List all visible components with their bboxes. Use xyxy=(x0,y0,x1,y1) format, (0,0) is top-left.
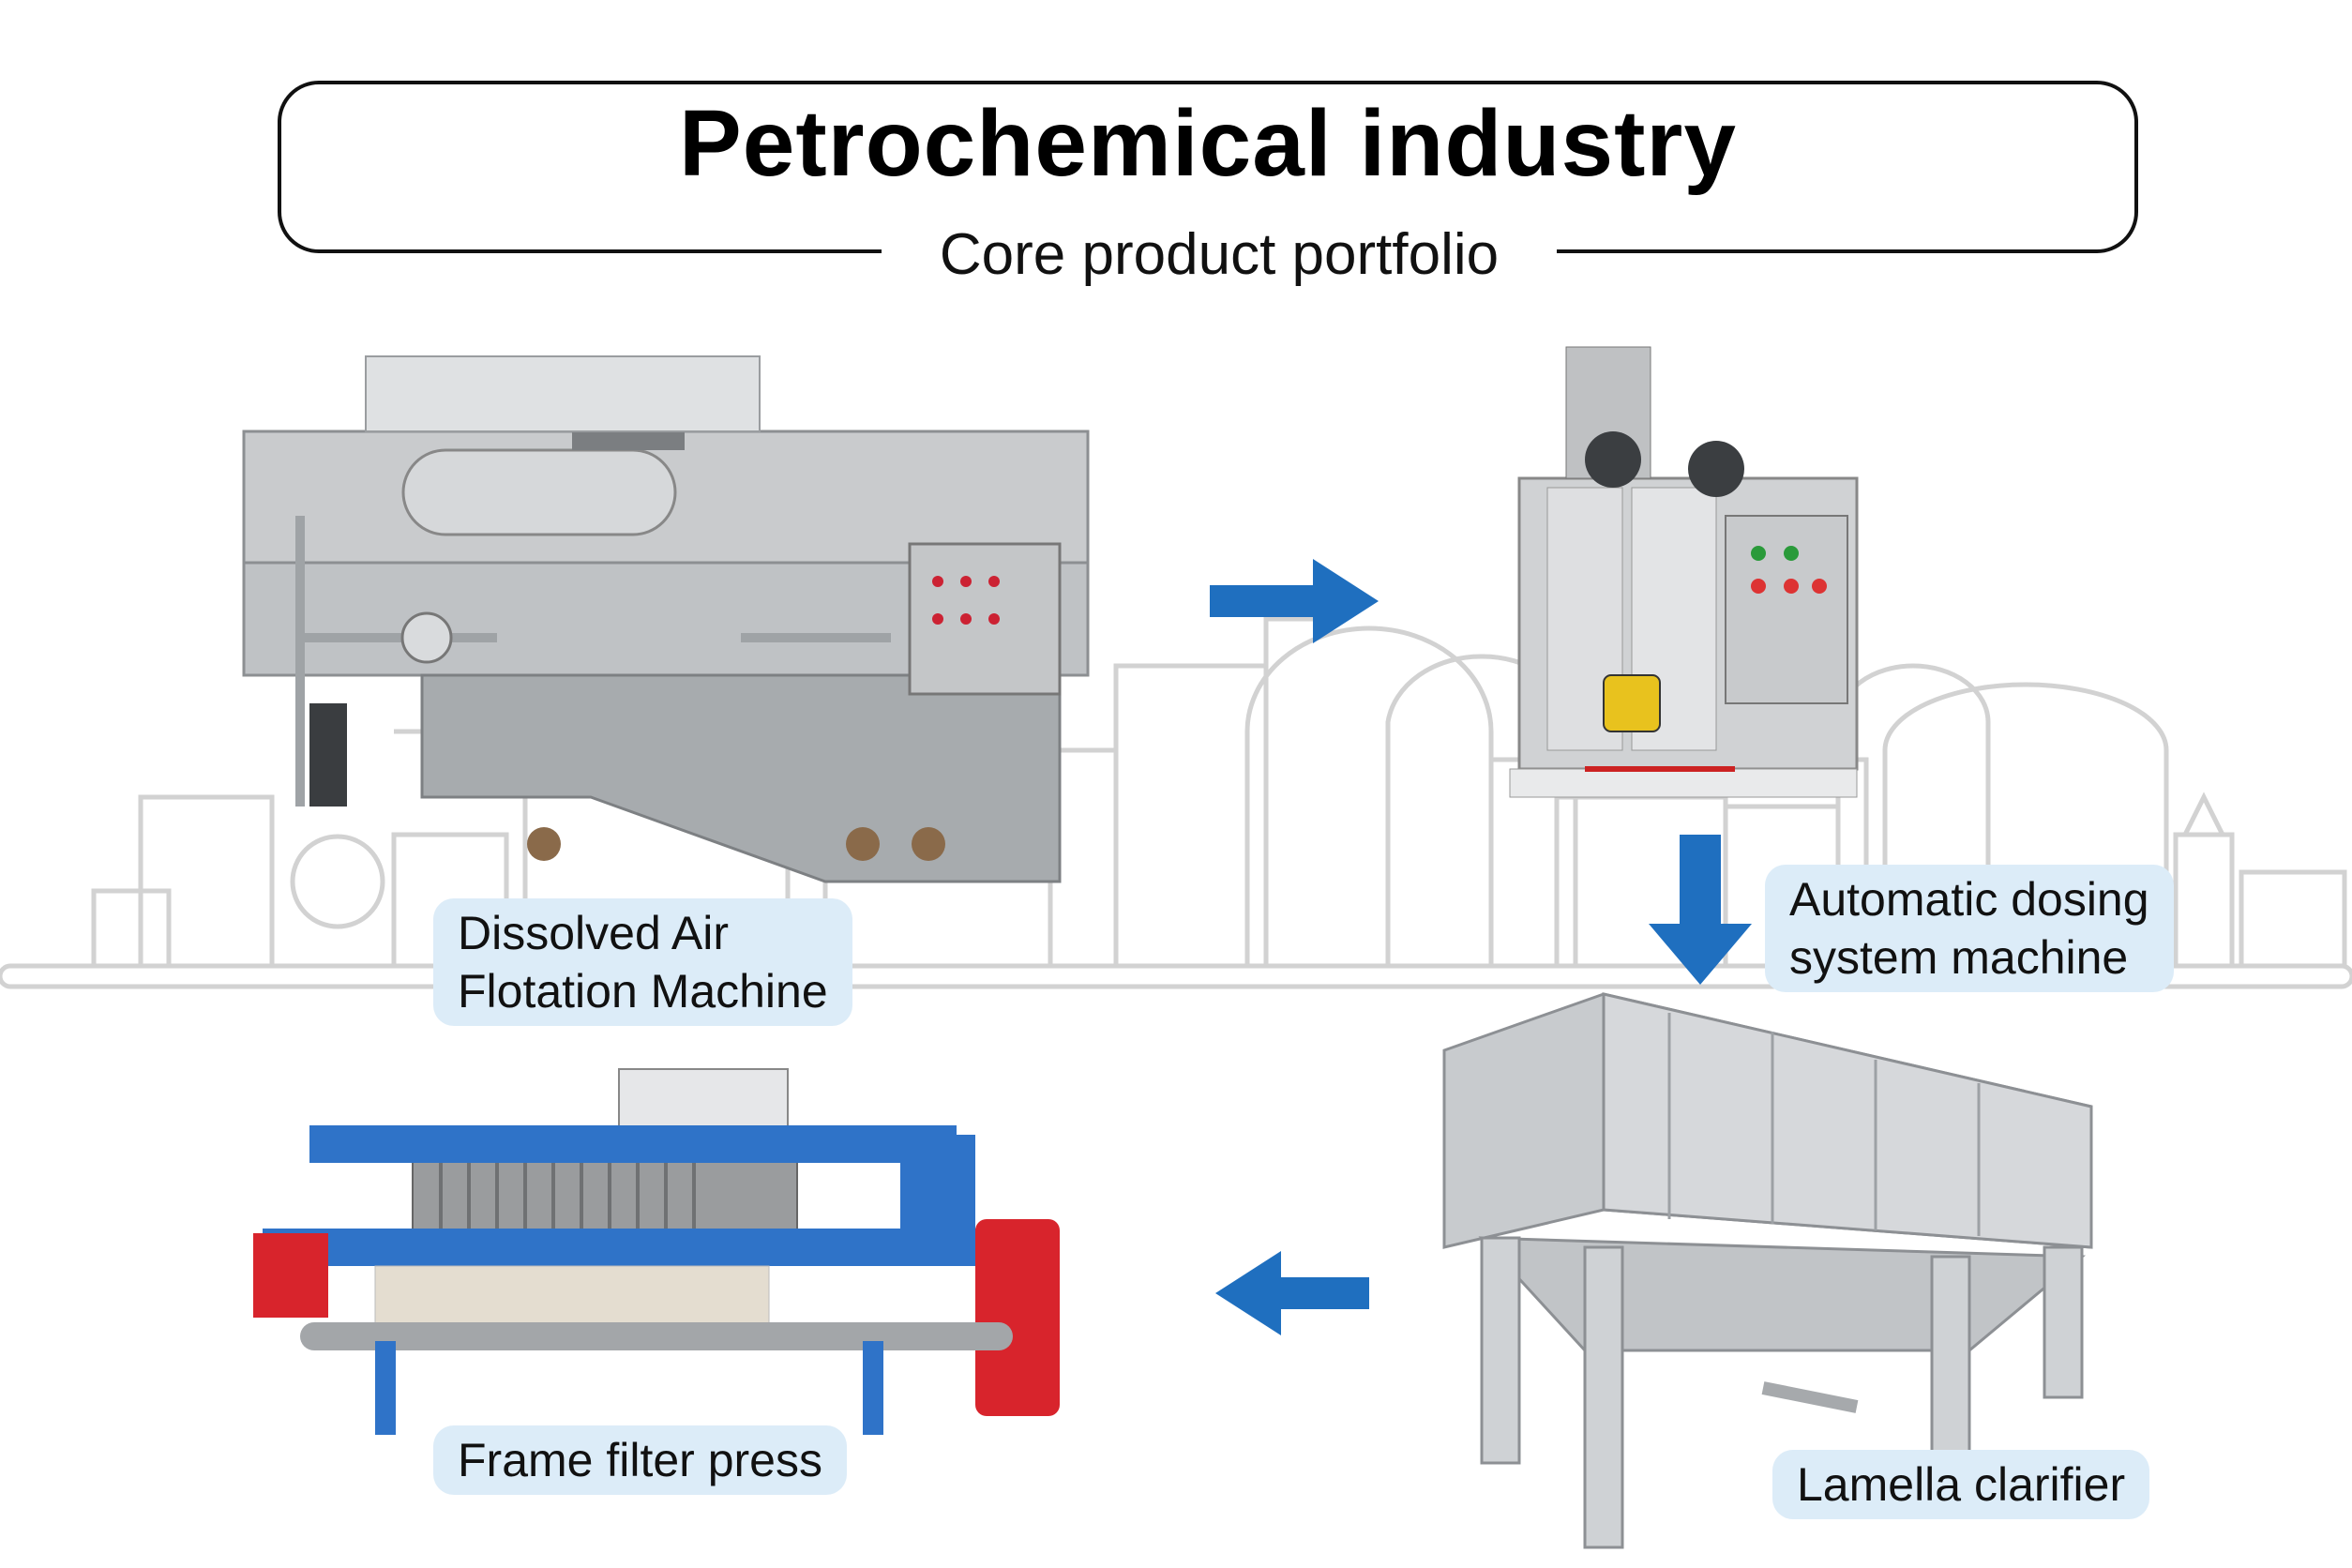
dosing-label-line2: system machine xyxy=(1789,931,2129,984)
daf-machine-image xyxy=(242,355,1090,883)
arrow-down-icon xyxy=(1649,835,1752,985)
daf-label-line1: Dissolved Air xyxy=(458,907,729,959)
dosing-label: Automatic dosing system machine xyxy=(1765,865,2174,992)
lamella-clarifier-image xyxy=(1442,992,2093,1549)
daf-label: Dissolved Air Flotation Machine xyxy=(433,898,852,1026)
filter-press-image xyxy=(253,1068,1060,1435)
dosing-machine-image xyxy=(1509,346,1859,798)
clarifier-label: Lamella clarifier xyxy=(1772,1450,2150,1519)
arrow-left-icon xyxy=(1215,1251,1369,1335)
subtitle-gap xyxy=(882,221,1557,287)
arrow-right-icon xyxy=(1210,559,1379,643)
page-title: Petrochemical industry xyxy=(679,91,1737,196)
dosing-label-line1: Automatic dosing xyxy=(1789,873,2149,926)
page-subtitle: Core product portfolio xyxy=(939,222,1500,287)
daf-label-line2: Flotation Machine xyxy=(458,965,828,1018)
filter-press-label: Frame filter press xyxy=(433,1425,847,1495)
